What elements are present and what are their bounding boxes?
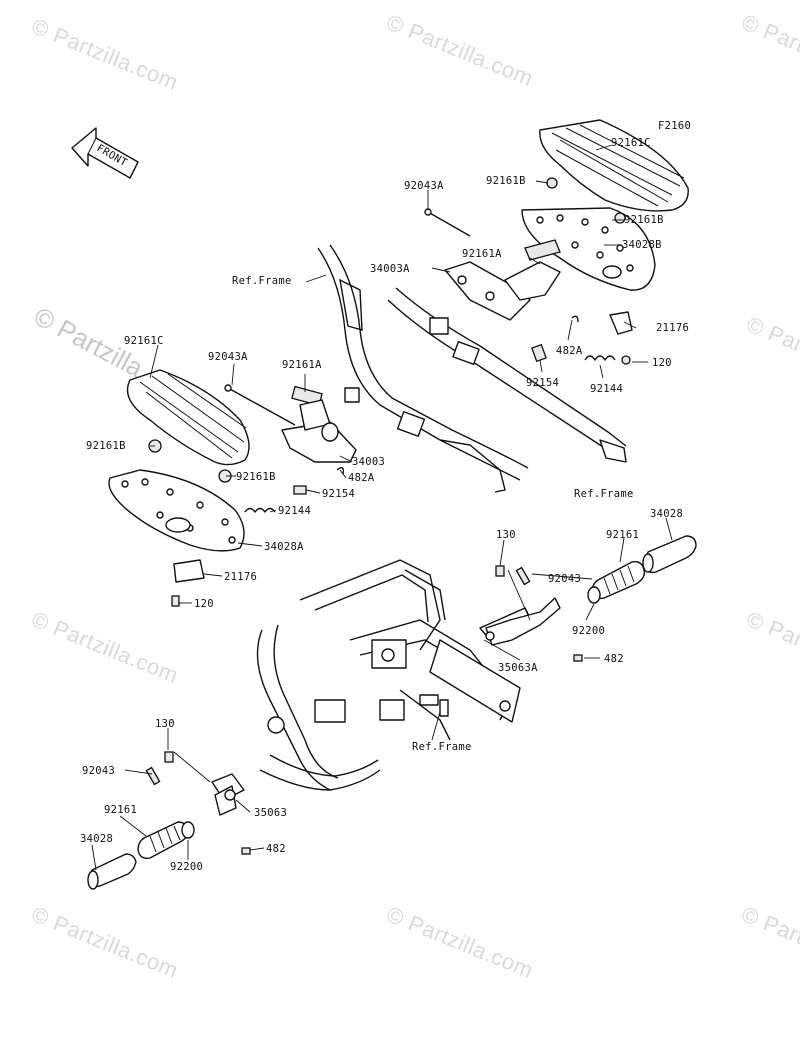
right-floorboard-pad — [539, 119, 689, 212]
right-bracket — [444, 239, 561, 321]
part-label: Ref.Frame — [412, 741, 472, 753]
part-label: 92043A — [208, 351, 248, 363]
part-label: 120 — [194, 598, 214, 610]
part-label: 92144 — [278, 505, 311, 517]
right-footpeg — [479, 535, 697, 662]
upper-frame — [317, 244, 627, 493]
part-label: 21176 — [224, 571, 257, 583]
left-footpeg — [87, 751, 251, 890]
part-label: 92154 — [322, 488, 355, 500]
part-label: 92043 — [82, 765, 115, 777]
part-label: 92161B — [486, 175, 526, 187]
part-label: 92200 — [572, 625, 605, 637]
part-label: 34028B — [622, 239, 662, 251]
part-label: 482 — [266, 843, 286, 855]
watermark: © Partzilla.com — [383, 9, 537, 91]
right-hardware — [424, 177, 633, 365]
left-floorboard-plate — [108, 469, 245, 552]
left-bracket — [148, 384, 357, 607]
part-label: 92161B — [236, 471, 276, 483]
part-label: 35063 — [254, 807, 287, 819]
part-label: 34003A — [370, 263, 410, 275]
front-arrow-icon: FRONT — [71, 127, 139, 179]
watermark: © Partzilla.com — [28, 13, 182, 95]
part-label: 482A — [556, 345, 583, 357]
watermark: © Partzilla.com — [738, 9, 800, 91]
part-label: 482A — [348, 472, 375, 484]
part-label: 92144 — [590, 383, 623, 395]
part-labels: 92161C 92161B 92043A 92161B 34028B 92161… — [80, 137, 689, 873]
part-label: Ref.Frame — [232, 275, 292, 287]
part-label: 92161B — [86, 440, 126, 452]
lower-frame — [256, 559, 521, 791]
part-label: 34028A — [264, 541, 304, 553]
part-label: 92161C — [611, 137, 651, 149]
watermark: © Partzilla.com — [743, 606, 800, 688]
part-label: 92200 — [170, 861, 203, 873]
part-label: 35063A — [498, 662, 538, 674]
part-label: 130 — [155, 718, 175, 730]
watermark: © Partzilla.com — [28, 606, 182, 688]
part-label: 92161A — [282, 359, 322, 371]
watermark: © Partzilla.com — [743, 311, 800, 393]
watermark: © Partzilla.com — [383, 901, 537, 983]
part-label: 34028 — [80, 833, 113, 845]
part-label: 120 — [652, 357, 672, 369]
part-label: 92043A — [404, 180, 444, 192]
right-floorboard-plate — [521, 207, 656, 291]
part-label: 482 — [604, 653, 624, 665]
part-label: 92161 — [104, 804, 137, 816]
part-label: 92154 — [526, 377, 559, 389]
watermark: © Partzilla.com — [28, 901, 182, 983]
left-floorboard-pad — [126, 369, 250, 466]
part-label: 92161B — [624, 214, 664, 226]
part-label: 92161A — [462, 248, 502, 260]
part-label: 130 — [496, 529, 516, 541]
part-label: 92161C — [124, 335, 164, 347]
leader-lines — [91, 144, 673, 871]
part-label: 34028 — [650, 508, 683, 520]
part-label: 21176 — [656, 322, 689, 334]
figure-code: F2160 — [658, 120, 691, 132]
part-label: Ref.Frame — [574, 488, 634, 500]
part-label: 92043 — [548, 573, 581, 585]
part-label: 34003 — [352, 456, 385, 468]
part-label: 92161 — [606, 529, 639, 541]
watermark: © Partzilla.com — [738, 901, 800, 983]
